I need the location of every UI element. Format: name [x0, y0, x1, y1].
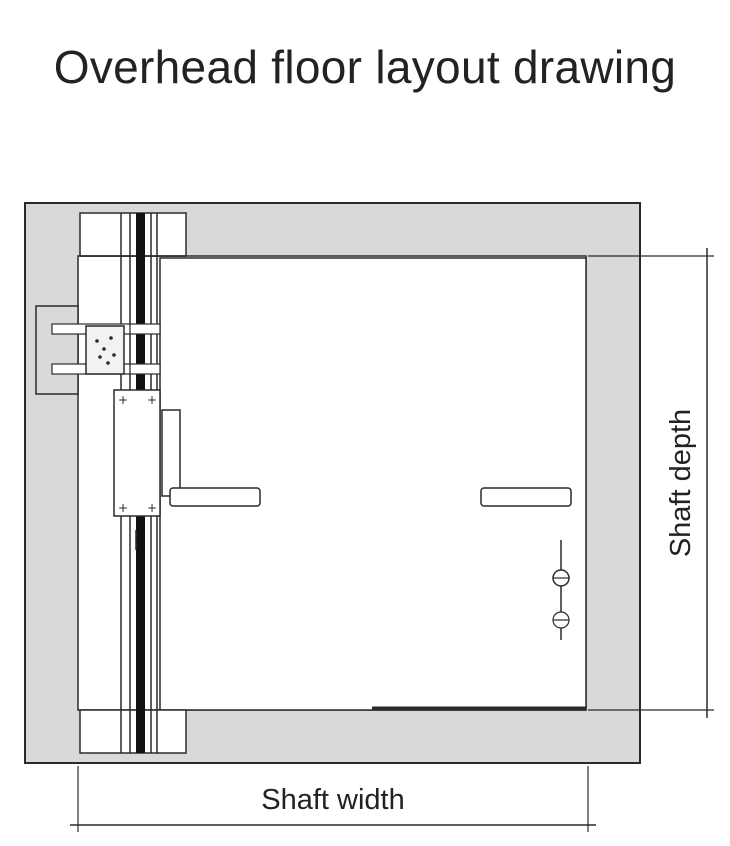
svg-text:+: +	[118, 501, 128, 515]
pulley-box	[85, 325, 125, 375]
svg-text:+: +	[147, 501, 157, 515]
bottom-rail-bracket	[79, 709, 187, 754]
shaft-width-label: Shaft width	[261, 784, 404, 816]
control-panel	[552, 540, 570, 640]
svg-text:+: +	[147, 393, 157, 407]
handrail-left	[169, 487, 261, 507]
car-sling: + + + +	[113, 389, 181, 550]
top-rail-bracket	[79, 212, 187, 257]
width-dimension: Shaft width	[70, 766, 596, 832]
depth-dimension: Shaft depth	[588, 248, 714, 718]
shaft-depth-label: Shaft depth	[665, 409, 697, 557]
handrail-right	[480, 487, 572, 507]
page-title: Overhead floor layout drawing	[53, 41, 677, 93]
svg-text:+: +	[118, 393, 128, 407]
car-outline	[159, 257, 587, 711]
